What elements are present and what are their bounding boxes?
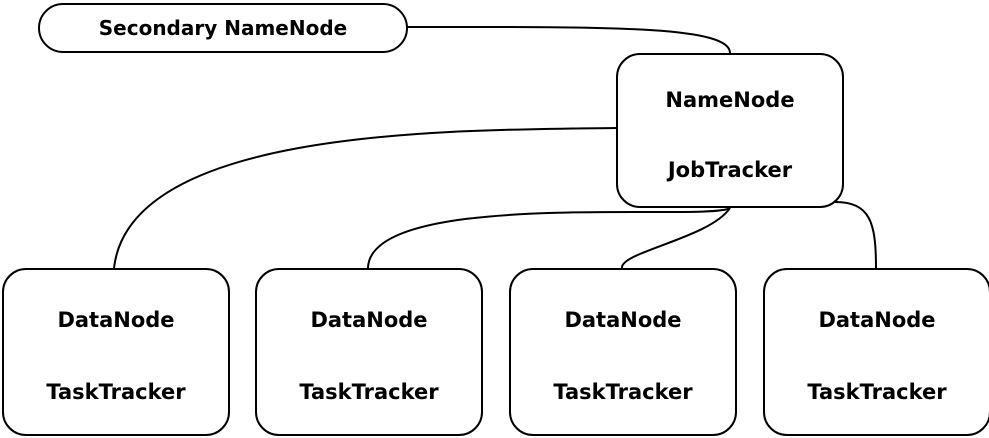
- connector-namenode-to-worker-4: [834, 201, 877, 269]
- secondary-namenode-node: Secondary NameNode: [38, 3, 408, 53]
- datanode-label: DataNode: [564, 308, 682, 332]
- jobtracker-label: JobTracker: [667, 158, 793, 182]
- datanode-label: DataNode: [818, 308, 936, 332]
- tasktracker-label: TaskTracker: [299, 380, 439, 404]
- namenode-label: NameNode: [665, 88, 795, 112]
- connector-namenode-to-worker-2: [367, 207, 731, 269]
- namenode-jobtracker-node: NameNode JobTracker: [616, 53, 844, 208]
- connector-namenode-to-worker-1: [113, 127, 618, 269]
- tasktracker-label: TaskTracker: [807, 380, 947, 404]
- worker-node-1: DataNode TaskTracker: [2, 268, 230, 436]
- secondary-namenode-label: Secondary NameNode: [98, 16, 348, 40]
- connector-secondary-to-namenode: [406, 25, 731, 54]
- tasktracker-label: TaskTracker: [46, 380, 186, 404]
- datanode-label: DataNode: [57, 308, 175, 332]
- worker-node-2: DataNode TaskTracker: [255, 268, 483, 436]
- worker-node-3: DataNode TaskTracker: [509, 268, 737, 436]
- connector-namenode-to-worker-3: [621, 207, 731, 269]
- worker-node-4: DataNode TaskTracker: [763, 268, 989, 436]
- datanode-label: DataNode: [310, 308, 428, 332]
- tasktracker-label: TaskTracker: [553, 380, 693, 404]
